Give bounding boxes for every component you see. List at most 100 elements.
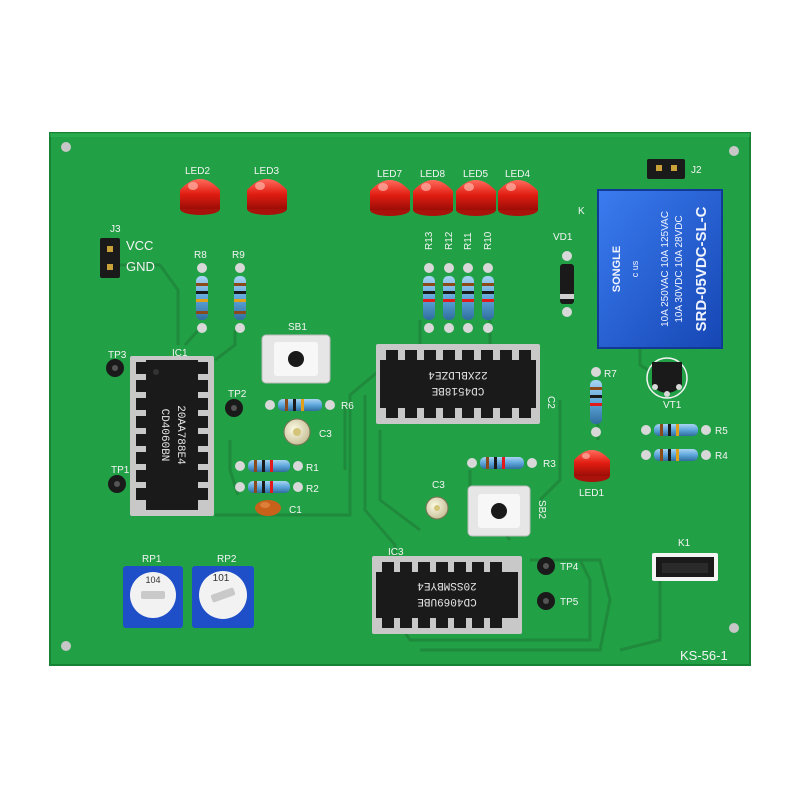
led-led1: LED1 xyxy=(574,450,610,499)
button-sb2[interactable]: SB2 xyxy=(467,485,547,537)
ic1-ref: IC1 xyxy=(172,348,188,359)
vcc-label: VCC xyxy=(126,238,153,253)
capacitor-c3-right: C3 xyxy=(425,480,449,520)
led-led3: LED3 xyxy=(247,166,287,215)
svg-text:LED8: LED8 xyxy=(420,169,445,180)
ic3: IC3 CD4069UBE 20SSMBYE4 xyxy=(372,547,522,634)
ic3-marking-1: 20SSMBYE4 xyxy=(417,579,477,591)
svg-text:VD1: VD1 xyxy=(553,232,573,243)
svg-text:R9: R9 xyxy=(232,250,245,261)
led-led4: LED4 xyxy=(498,169,538,216)
board-id: KS-56-1 xyxy=(680,648,728,663)
svg-text:LED3: LED3 xyxy=(254,166,279,177)
svg-text:TP5: TP5 xyxy=(560,597,579,608)
led-led2: LED2 xyxy=(180,166,220,215)
svg-text:RP2: RP2 xyxy=(217,554,237,565)
svg-text:TP4: TP4 xyxy=(560,562,579,573)
test-point-tp1[interactable]: TP1 xyxy=(108,465,130,493)
svg-text:R4: R4 xyxy=(715,451,728,462)
ic2: CD4518BE 22XBLDZE4 C2 xyxy=(376,344,556,424)
svg-text:C1: C1 xyxy=(289,505,302,516)
rp2-marking: 101 xyxy=(213,573,230,584)
svg-text:LED4: LED4 xyxy=(505,169,530,180)
resistor-r5: R5 xyxy=(641,424,728,437)
relay-brand: SONGLE xyxy=(611,246,623,292)
resistor-r8: R8 xyxy=(194,250,208,333)
mounting-hole xyxy=(61,142,71,152)
potentiometer-rp2[interactable]: RP2 101 xyxy=(192,554,254,628)
svg-text:TP1: TP1 xyxy=(111,465,130,476)
mounting-hole xyxy=(729,146,739,156)
ic2-ref: C2 xyxy=(545,396,556,409)
ic1-marking-2: CD4060BN xyxy=(158,409,170,462)
capacitor-c1: C1 xyxy=(255,500,302,516)
connector-j2[interactable]: J2 xyxy=(647,159,702,179)
button-sb1[interactable]: SB1 xyxy=(261,322,331,384)
svg-text:R2: R2 xyxy=(306,484,319,495)
ic3-marking-2: CD4069UBE xyxy=(417,595,477,607)
relay-ref: K xyxy=(578,206,585,217)
transistor-vt1: VT1 xyxy=(646,357,688,411)
svg-text:C3: C3 xyxy=(432,480,445,491)
svg-text:SB1: SB1 xyxy=(288,322,307,333)
resistor-r3: R3 xyxy=(467,457,556,470)
led-led5: LED5 xyxy=(456,169,496,216)
svg-text:TP3: TP3 xyxy=(108,350,127,361)
svg-text:LED7: LED7 xyxy=(377,169,402,180)
relay-rating-1: 10A 250VAC 10A 125VAC xyxy=(660,211,671,327)
svg-text:R7: R7 xyxy=(604,369,617,380)
resistor-r6: R6 xyxy=(265,399,354,412)
svg-text:TP2: TP2 xyxy=(228,389,247,400)
relay-model: SRD-05VDC-SL-C xyxy=(693,206,710,331)
resistor-r11: R11 xyxy=(462,232,474,333)
resistor-r9: R9 xyxy=(232,250,246,333)
ic3-ref: IC3 xyxy=(388,547,404,558)
svg-text:SB2: SB2 xyxy=(536,500,547,519)
j3-label: J3 xyxy=(110,224,121,235)
svg-text:LED5: LED5 xyxy=(463,169,488,180)
gnd-label: GND xyxy=(126,259,155,274)
ic1: IC1 20AA788E4 CD4060BN xyxy=(130,348,214,516)
connector-j3[interactable]: J3 VCC GND xyxy=(100,224,155,278)
relay-cert: c us xyxy=(630,260,640,277)
resistor-r1: R1 xyxy=(235,460,319,474)
svg-text:R13: R13 xyxy=(424,231,435,250)
resistor-r2: R2 xyxy=(235,481,319,495)
rp1-marking: 104 xyxy=(145,575,160,585)
svg-text:LED2: LED2 xyxy=(185,166,210,177)
resistor-r4: R4 xyxy=(641,449,728,462)
relay-k: K SONGLE c us 10A 250VAC 10A 125VAC 10A … xyxy=(578,189,723,349)
svg-text:R6: R6 xyxy=(341,401,354,412)
resistor-r13: R13 xyxy=(423,231,435,333)
resistor-r7: R7 xyxy=(590,367,617,437)
svg-text:R10: R10 xyxy=(483,231,494,250)
svg-text:C3: C3 xyxy=(319,429,332,440)
test-point-tp2[interactable]: TP2 xyxy=(225,389,247,417)
svg-text:K1: K1 xyxy=(678,538,691,549)
svg-text:R3: R3 xyxy=(543,459,556,470)
resistor-r10: R10 xyxy=(482,231,494,333)
led-led8: LED8 xyxy=(413,169,453,216)
test-point-tp3[interactable]: TP3 xyxy=(106,350,127,377)
ic2-marking-1: 22XBLDZE4 xyxy=(428,368,488,380)
svg-text:R5: R5 xyxy=(715,426,728,437)
mounting-hole xyxy=(729,623,739,633)
svg-text:LED1: LED1 xyxy=(579,488,604,499)
capacitor-c3-left: C3 xyxy=(283,418,332,446)
svg-text:R11: R11 xyxy=(463,232,474,250)
led-led7: LED7 xyxy=(370,169,410,216)
svg-text:R1: R1 xyxy=(306,463,319,474)
test-point-tp4[interactable]: TP4 xyxy=(537,557,579,575)
mounting-hole xyxy=(61,641,71,651)
test-point-tp5[interactable]: TP5 xyxy=(537,592,579,610)
relay-rating-2: 10A 30VDC 10A 28VDC xyxy=(674,215,685,322)
resistor-r12: R12 xyxy=(443,231,455,333)
svg-text:RP1: RP1 xyxy=(142,554,162,565)
connector-k1[interactable]: K1 xyxy=(652,538,718,581)
ic2-marking-2: CD4518BE xyxy=(431,384,484,396)
svg-text:R12: R12 xyxy=(444,231,455,250)
diode-vd1: VD1 xyxy=(553,232,574,317)
potentiometer-rp1[interactable]: RP1 104 xyxy=(123,554,183,628)
